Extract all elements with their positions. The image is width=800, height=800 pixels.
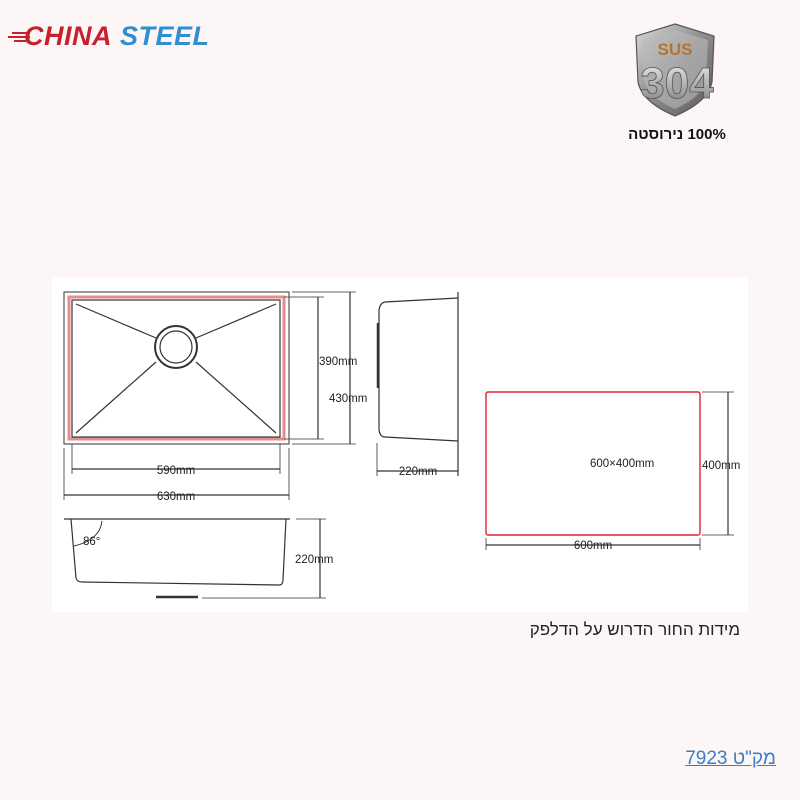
brand-steel: STEEL [120, 21, 210, 51]
svg-text:304: 304 [640, 59, 714, 108]
dim-angle: 86° [83, 536, 100, 548]
front-view-drawing [64, 518, 326, 599]
top-view-drawing [63, 291, 356, 500]
cutout-caption: מידות החור הדרוש על הדלפק [529, 620, 740, 639]
sink-dimension-drawing: 390mm 430mm 590mm 630mm 220mm 86° 220mm … [63, 291, 740, 599]
dim-outer-depth: 430mm [329, 393, 367, 405]
stainless-percent-label: 100% נירוסטה [628, 126, 726, 143]
dim-outer-width: 630mm [157, 491, 195, 503]
svg-text:SUS: SUS [658, 40, 693, 59]
dim-side-height: 220mm [399, 466, 437, 478]
cutout-height-label: 400mm [702, 460, 740, 472]
sus304-shield-icon: SUS 304 [635, 23, 715, 117]
dim-inner-width: 590mm [157, 465, 195, 477]
speed-lines-icon [8, 32, 30, 46]
dim-inner-depth: 390mm [319, 356, 357, 368]
dim-front-height: 220mm [295, 554, 333, 566]
brand-china: CHINA [24, 21, 112, 51]
technical-drawing-panel: 390mm 430mm 590mm 630mm 220mm 86° 220mm … [52, 278, 748, 612]
cutout-size-label: 600×400mm [590, 458, 654, 470]
side-view-drawing [376, 292, 459, 476]
sku-link[interactable]: מק"ט 7923 [685, 748, 776, 769]
brand-logo: CHINA STEEL [8, 18, 210, 54]
cutout-width-label: 600mm [574, 540, 612, 552]
countertop-cutout-drawing [485, 391, 734, 550]
